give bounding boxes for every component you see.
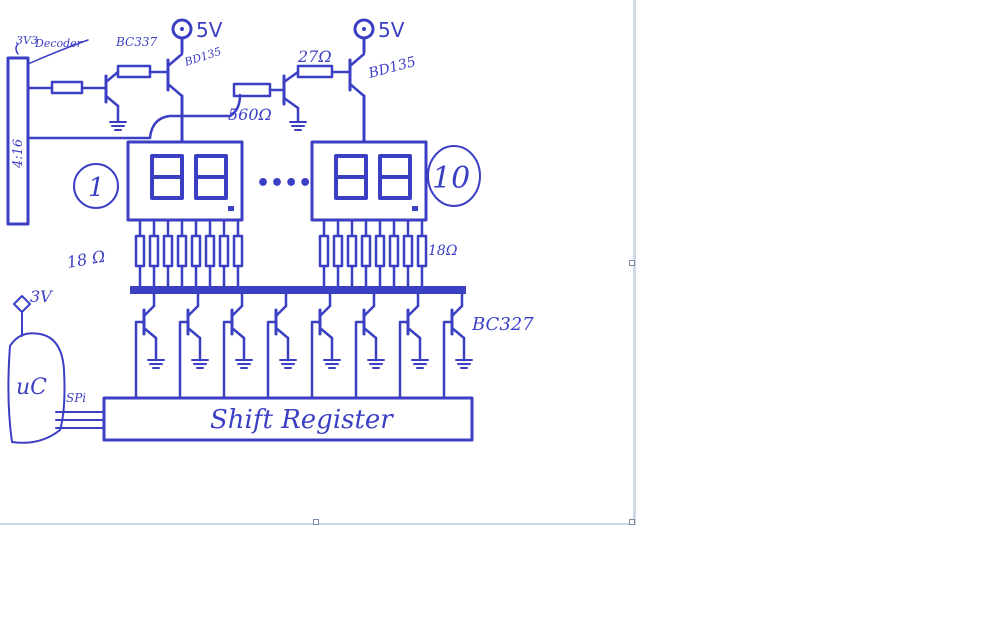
resistor-560-label: 560Ω bbox=[228, 105, 272, 124]
bc327-drivers bbox=[134, 292, 473, 400]
segment-resistor bbox=[190, 234, 202, 268]
shift-register-label: Shift Register bbox=[210, 405, 394, 435]
drawing-canvas: 5V 5V 4:16 3V3 Decoder B bbox=[0, 0, 636, 525]
segment-resistors-right bbox=[318, 218, 428, 290]
segment-resistor bbox=[360, 234, 372, 268]
segment-resistor bbox=[204, 234, 216, 268]
display-10 bbox=[310, 140, 428, 222]
bc327-transistor bbox=[266, 292, 297, 400]
bc327-transistor bbox=[178, 292, 209, 400]
bc327-label: BC327 bbox=[471, 314, 534, 335]
display-1 bbox=[126, 140, 244, 222]
supply-label-right: 5V bbox=[378, 18, 405, 42]
resize-handle-right[interactable] bbox=[629, 260, 635, 266]
decoder-box bbox=[6, 56, 30, 226]
supply-symbol-right bbox=[353, 18, 375, 54]
spi-label: SPi bbox=[66, 391, 86, 405]
transistor-bd135-left bbox=[166, 52, 184, 144]
resize-handle-corner[interactable] bbox=[629, 519, 635, 525]
segment-resistor bbox=[148, 234, 160, 268]
bc327-transistor bbox=[134, 292, 165, 400]
supply-3v3-label: 3V3 bbox=[16, 34, 38, 47]
segment-resistor bbox=[332, 234, 344, 268]
segment-resistor bbox=[402, 234, 414, 268]
resistor-27-label: 27Ω bbox=[297, 47, 332, 66]
uc-label: uC bbox=[16, 375, 47, 400]
bc337-label: BC337 bbox=[115, 35, 157, 49]
supply-3v-symbol bbox=[13, 295, 31, 337]
segment-resistor bbox=[176, 234, 188, 268]
supply-3v-label: 3V bbox=[30, 287, 53, 306]
segment-resistor bbox=[218, 234, 230, 268]
segment-bus bbox=[130, 286, 466, 294]
transistor-bd135-right bbox=[348, 52, 366, 144]
schematic-sketch: 5V 5V 4:16 3V3 Decoder B bbox=[6, 18, 534, 444]
bc327-transistor bbox=[222, 292, 253, 400]
resistor-18-right-label: 18Ω bbox=[428, 243, 458, 259]
digit-1-label: 1 bbox=[88, 173, 105, 203]
supply-label-left: 5V bbox=[196, 18, 223, 42]
segment-resistor bbox=[346, 234, 358, 268]
transistor-bc337-right bbox=[282, 70, 307, 131]
decoder-label: Decoder bbox=[34, 37, 83, 50]
shift-register-box bbox=[102, 396, 474, 442]
segment-resistor bbox=[388, 234, 400, 268]
transistor-bc337-left bbox=[104, 70, 127, 131]
supply-symbol-left bbox=[171, 18, 193, 54]
bd135-left-label: BD135 bbox=[182, 45, 223, 69]
bd135-right-label: BD135 bbox=[366, 54, 418, 82]
segment-resistor bbox=[134, 234, 146, 268]
resize-handle-bottom[interactable] bbox=[313, 519, 319, 525]
bc327-transistor bbox=[310, 292, 341, 400]
digit-10-label: 10 bbox=[432, 161, 470, 196]
bc327-transistor bbox=[354, 292, 385, 400]
segment-resistor bbox=[416, 234, 428, 268]
bc327-transistor bbox=[442, 292, 473, 400]
display-ellipsis: •••• bbox=[256, 171, 312, 196]
segment-resistor bbox=[374, 234, 386, 268]
segment-resistor bbox=[232, 234, 244, 268]
bc327-transistor bbox=[398, 292, 429, 400]
segment-resistor bbox=[162, 234, 174, 268]
segment-resistors-left bbox=[134, 218, 244, 290]
decoder-outputs-label: 4:16 bbox=[11, 139, 26, 169]
segment-resistor bbox=[318, 234, 330, 268]
resistor-18-left-label: 18 Ω bbox=[65, 247, 106, 272]
